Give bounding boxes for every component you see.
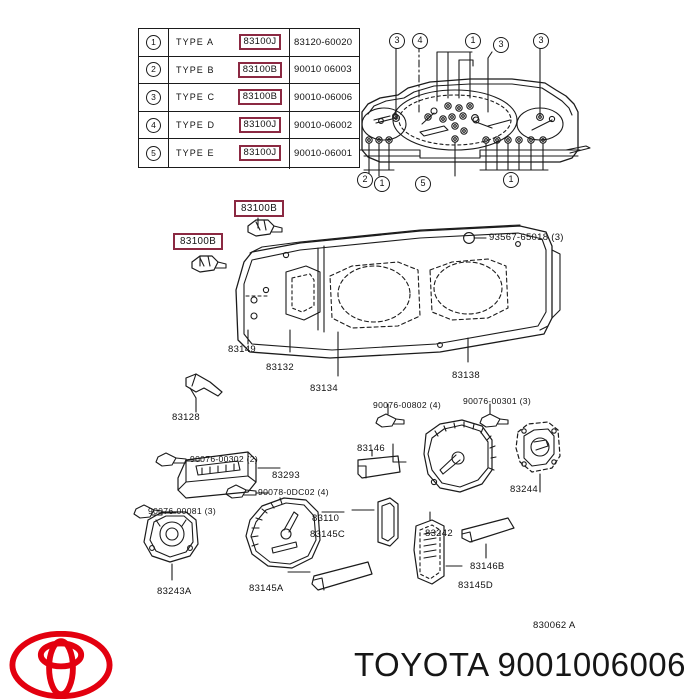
drawing-id: 830062 A bbox=[533, 620, 576, 631]
toyota-logo bbox=[9, 631, 113, 699]
code-cell: 83100B bbox=[231, 61, 289, 78]
leader-line bbox=[392, 443, 407, 463]
lens-part bbox=[311, 561, 373, 591]
bezel-part bbox=[413, 519, 445, 585]
label-83128: 83128 bbox=[172, 412, 200, 423]
variant-table: 1 TYPE A 83100J 83120-60020 2 TYPE B 831… bbox=[138, 28, 360, 169]
row-index: 3 bbox=[139, 84, 169, 111]
reference-number: 90010-06006 bbox=[294, 91, 353, 103]
cluster-callout-bottom-3: 5 bbox=[415, 176, 431, 192]
label-83145a: 83145A bbox=[249, 583, 284, 594]
table-vertical-rule bbox=[289, 29, 291, 169]
pointer-part bbox=[185, 373, 223, 399]
label-90076-00081: 90076-00081 (3) bbox=[148, 506, 217, 516]
type-label: TYPE C bbox=[176, 92, 216, 103]
row-index: 1 bbox=[139, 29, 169, 56]
screw-part bbox=[155, 452, 187, 467]
cluster-housing-drawing bbox=[235, 224, 561, 359]
parts-diagram: 1 TYPE A 83100J 83120-60020 2 TYPE B 831… bbox=[133, 28, 591, 631]
cluster-callout-top-3: 1 bbox=[465, 33, 481, 49]
callout-number: 4 bbox=[146, 117, 161, 133]
diagram-artwork bbox=[133, 47, 591, 591]
highlighted-part-code: 83100J bbox=[238, 34, 282, 51]
motor-part bbox=[515, 421, 561, 473]
bulb-socket-part bbox=[191, 255, 227, 273]
type-label: TYPE A bbox=[176, 37, 215, 48]
highlighted-part-code: 83100J bbox=[238, 117, 282, 134]
lens-part bbox=[357, 455, 401, 479]
label-83149: 83149 bbox=[228, 344, 256, 355]
label-83293: 83293 bbox=[272, 470, 300, 481]
label-83110: 83110 bbox=[312, 513, 340, 524]
bulb-socket-part bbox=[247, 219, 283, 237]
table-row: 1 TYPE A 83100J 83120-60020 bbox=[139, 29, 359, 57]
bracket-part bbox=[177, 451, 257, 499]
bottom-banner: TOYOTA 9001006006 bbox=[0, 630, 700, 700]
cluster-callout-bottom-1: 2 bbox=[357, 172, 373, 188]
label-83242: 83242 bbox=[425, 528, 453, 539]
type-label: TYPE E bbox=[176, 148, 215, 159]
reference-number: 90010 06003 bbox=[294, 64, 352, 76]
label-83244: 83244 bbox=[510, 484, 538, 495]
table-row: 3 TYPE C 83100B 90010-06006 bbox=[139, 84, 359, 112]
label-90076-00301: 90076-00301 (3) bbox=[463, 396, 532, 406]
label-90076-00302: 90076-00302 (2) bbox=[190, 454, 259, 464]
part-number: 9001006006 bbox=[497, 646, 686, 683]
small-gauge-part bbox=[143, 511, 199, 563]
banner-text: TOYOTA 9001006006 bbox=[116, 646, 700, 684]
reference-number: 90010-06002 bbox=[294, 119, 353, 131]
label-83145d: 83145D bbox=[458, 580, 494, 591]
highlighted-part-code: 83100J bbox=[238, 145, 282, 162]
instrument-cluster-drawing bbox=[359, 47, 591, 177]
reference-number: 90010-06001 bbox=[294, 147, 353, 159]
cluster-callout-top-2: 4 bbox=[412, 33, 428, 49]
speedometer-part bbox=[245, 497, 321, 569]
label-83134: 83134 bbox=[310, 383, 338, 394]
highlighted-part-code: 83100B bbox=[237, 61, 283, 78]
cluster-callout-bottom-4: 1 bbox=[503, 172, 519, 188]
highlighted-label-83100b-upper: 83100B bbox=[234, 200, 285, 217]
label-83132: 83132 bbox=[266, 362, 294, 373]
label-83145c: 83145C bbox=[310, 529, 346, 540]
label-83138: 83138 bbox=[452, 370, 480, 381]
code-cell: 83100B bbox=[231, 89, 289, 106]
label-93567-65018: 93567-65018 (3) bbox=[489, 232, 564, 243]
callout-number: 3 bbox=[146, 89, 161, 105]
callout-number: 2 bbox=[146, 62, 161, 78]
highlighted-label-83100b-lower: 83100B bbox=[173, 233, 224, 250]
label-83243a: 83243A bbox=[157, 586, 192, 597]
label-90078-0dc02: 90078-0DC02 (4) bbox=[258, 487, 329, 497]
label-83146b: 83146B bbox=[470, 561, 505, 572]
label-83146: 83146 bbox=[357, 443, 385, 454]
callout-number: 5 bbox=[146, 145, 161, 161]
screw-part bbox=[375, 413, 405, 428]
label-90076-00802: 90076-00802 (4) bbox=[373, 400, 442, 410]
code-cell: 83100J bbox=[231, 145, 289, 162]
cluster-callout-top-4: 3 bbox=[493, 37, 509, 53]
table-row: 5 TYPE E 83100J 90010-06001 bbox=[139, 139, 359, 167]
row-index: 5 bbox=[139, 139, 169, 167]
table-row: 4 TYPE D 83100J 90010-06002 bbox=[139, 111, 359, 140]
table-row: 2 TYPE B 83100B 90010 06003 bbox=[139, 56, 359, 85]
screw-part bbox=[479, 413, 509, 428]
lens-part bbox=[377, 497, 399, 547]
type-label: TYPE B bbox=[176, 64, 215, 75]
callout-number: 1 bbox=[146, 34, 161, 50]
cluster-callout-bottom-2: 1 bbox=[374, 176, 390, 192]
row-index: 4 bbox=[139, 111, 169, 139]
code-cell: 83100J bbox=[231, 117, 289, 134]
lens-part bbox=[461, 517, 515, 543]
cluster-callout-top-1: 3 bbox=[389, 33, 405, 49]
brand-name: TOYOTA bbox=[353, 646, 488, 683]
row-index: 2 bbox=[139, 56, 169, 84]
tachometer-part bbox=[423, 419, 497, 493]
code-cell: 83100J bbox=[231, 34, 289, 51]
cluster-callout-top-5: 3 bbox=[533, 33, 549, 49]
type-label: TYPE D bbox=[176, 120, 216, 131]
highlighted-part-code: 83100B bbox=[237, 89, 283, 106]
reference-number: 83120-60020 bbox=[294, 36, 353, 48]
